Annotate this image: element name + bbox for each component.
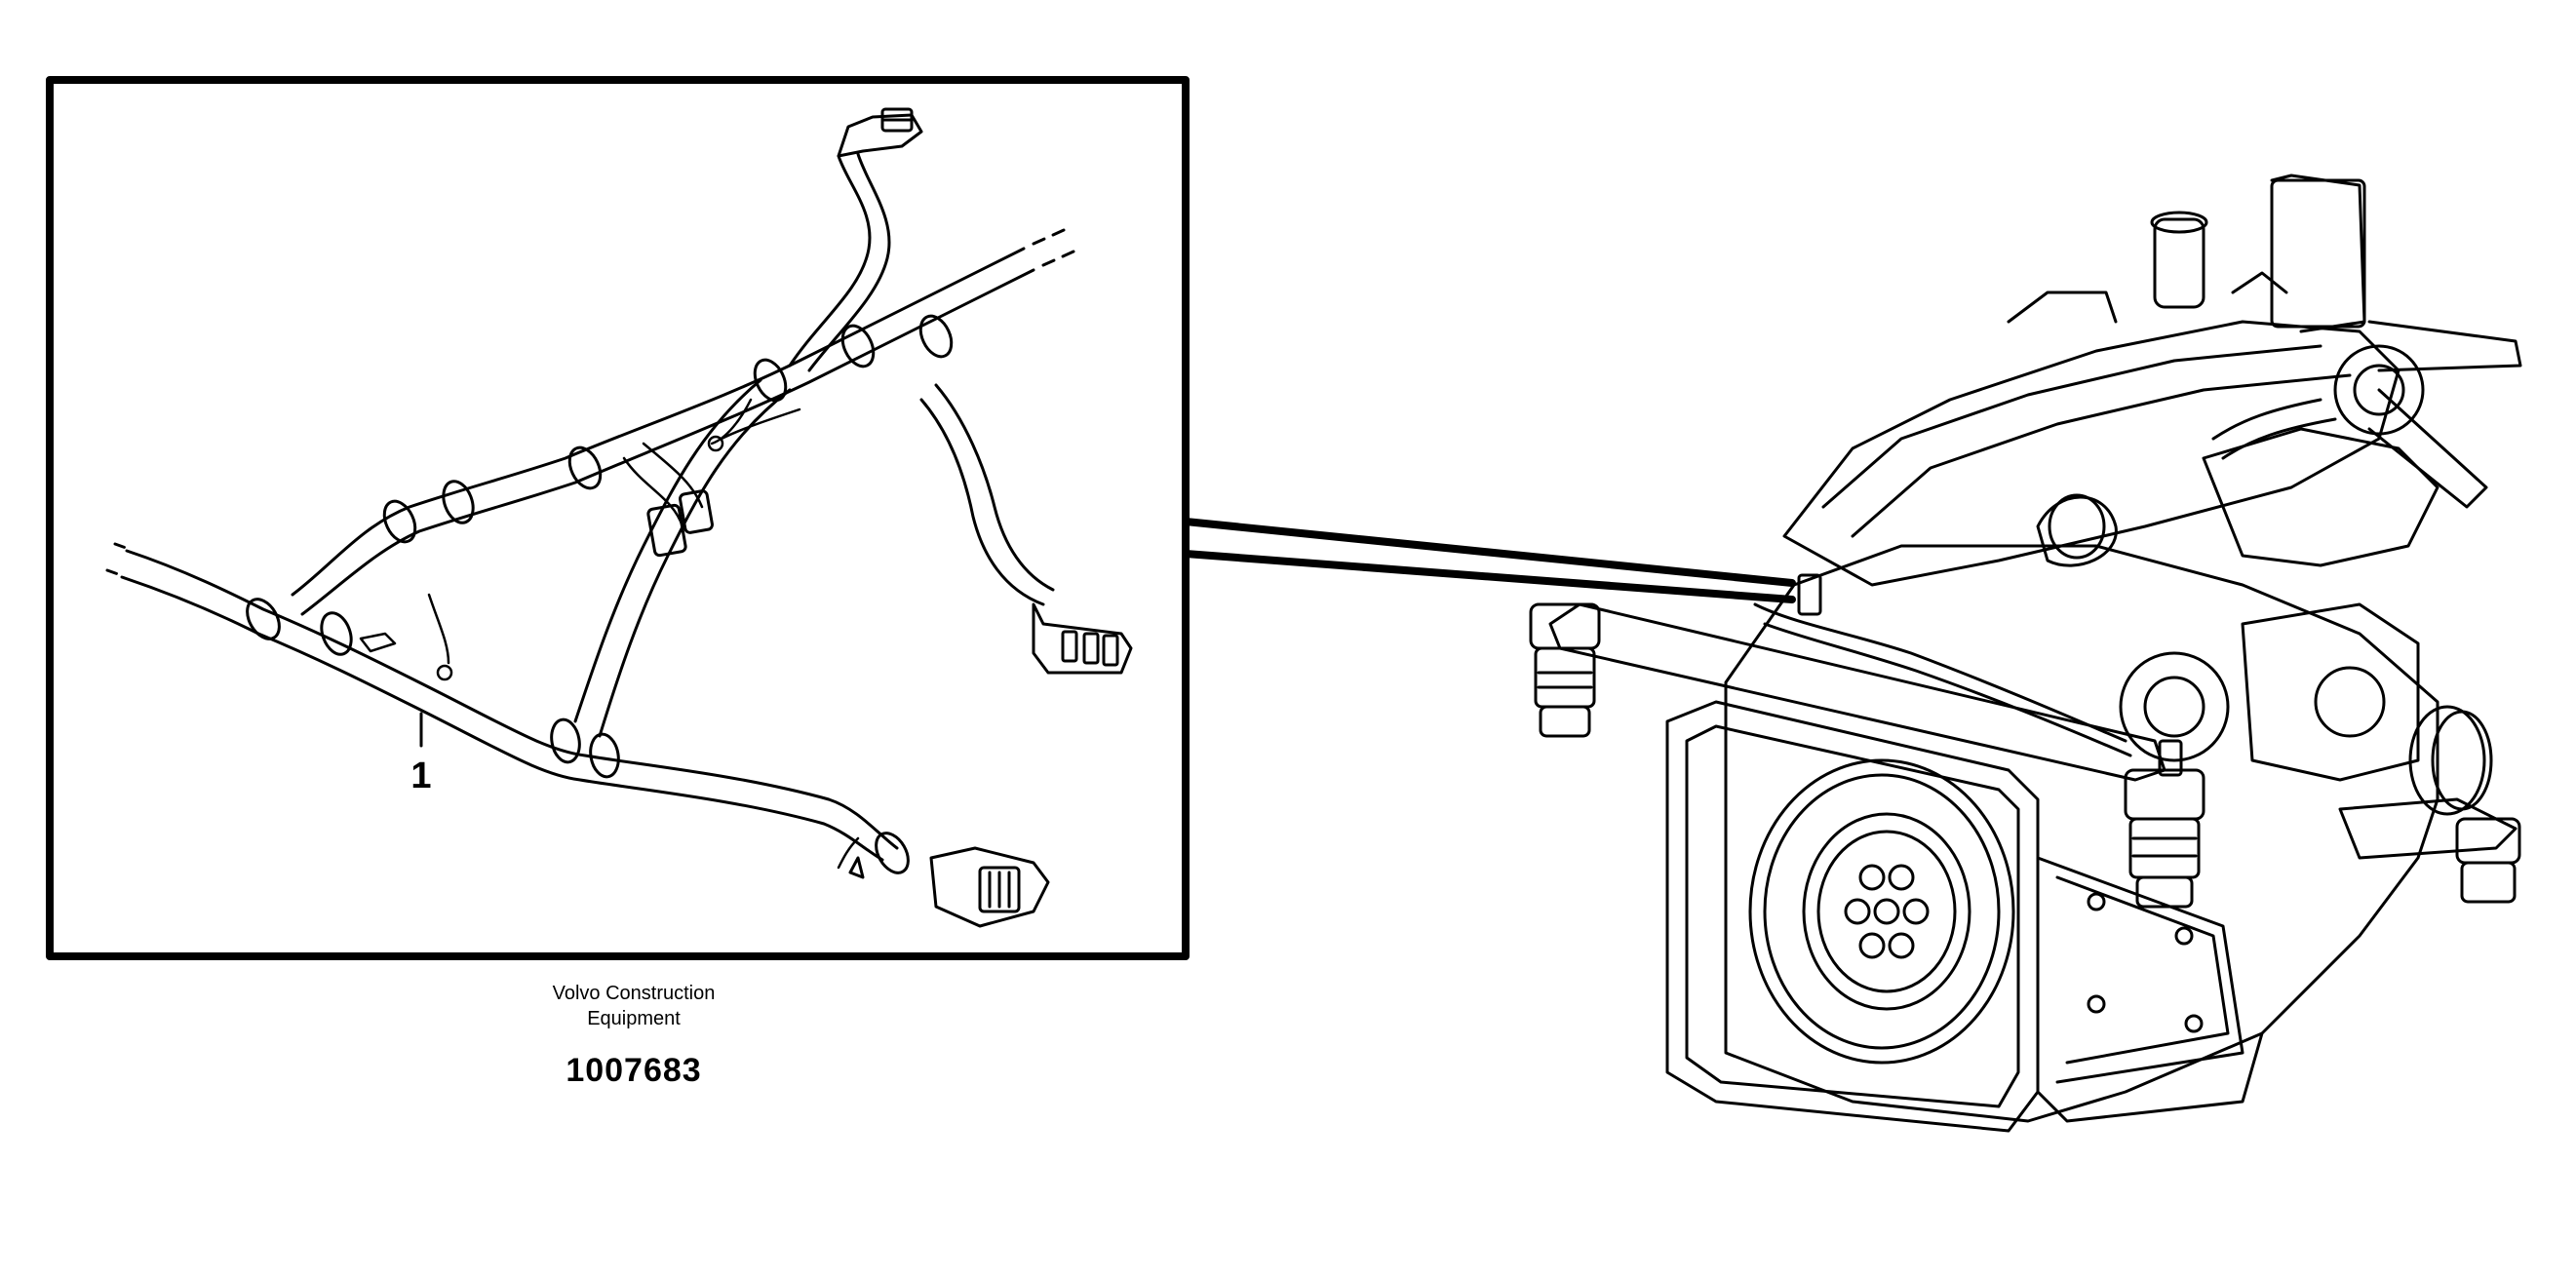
connector-left-mid [646,489,714,558]
harness-top-branch [788,152,891,372]
mounting-bracket [1548,602,2166,782]
harness-center-branch [573,378,792,738]
figure-caption: Volvo Construction Equipment 1007683 [429,981,839,1092]
harness-upper-trunk [291,224,1084,616]
harness-small-wires [359,398,860,870]
detail-inset-frame [46,76,1190,960]
callout-1-label: 1 [410,756,431,796]
engine-block [1724,544,2439,1123]
callout-leader-lines [1182,518,1796,603]
harness-main-trunk [105,542,899,862]
company-name-line1: Volvo Construction [552,983,716,1004]
harness-sleeves [246,314,954,874]
company-name-line2: Equipment [587,1008,681,1029]
connector-top [837,107,923,158]
connector-right [1032,602,1133,675]
flywheel-housing [1665,700,2040,1133]
connector-bottom [848,846,1050,928]
engine-mount-center [2124,768,2205,909]
part-number: 1007683 [566,1052,702,1089]
flywheel [1748,758,2015,1065]
engine-mount-right [2338,797,2521,904]
engine-mount-left [1529,602,1601,738]
cooling-fan [2270,174,2522,509]
harness-right-branch [919,383,1055,606]
engine-illustration [1529,174,2522,1133]
